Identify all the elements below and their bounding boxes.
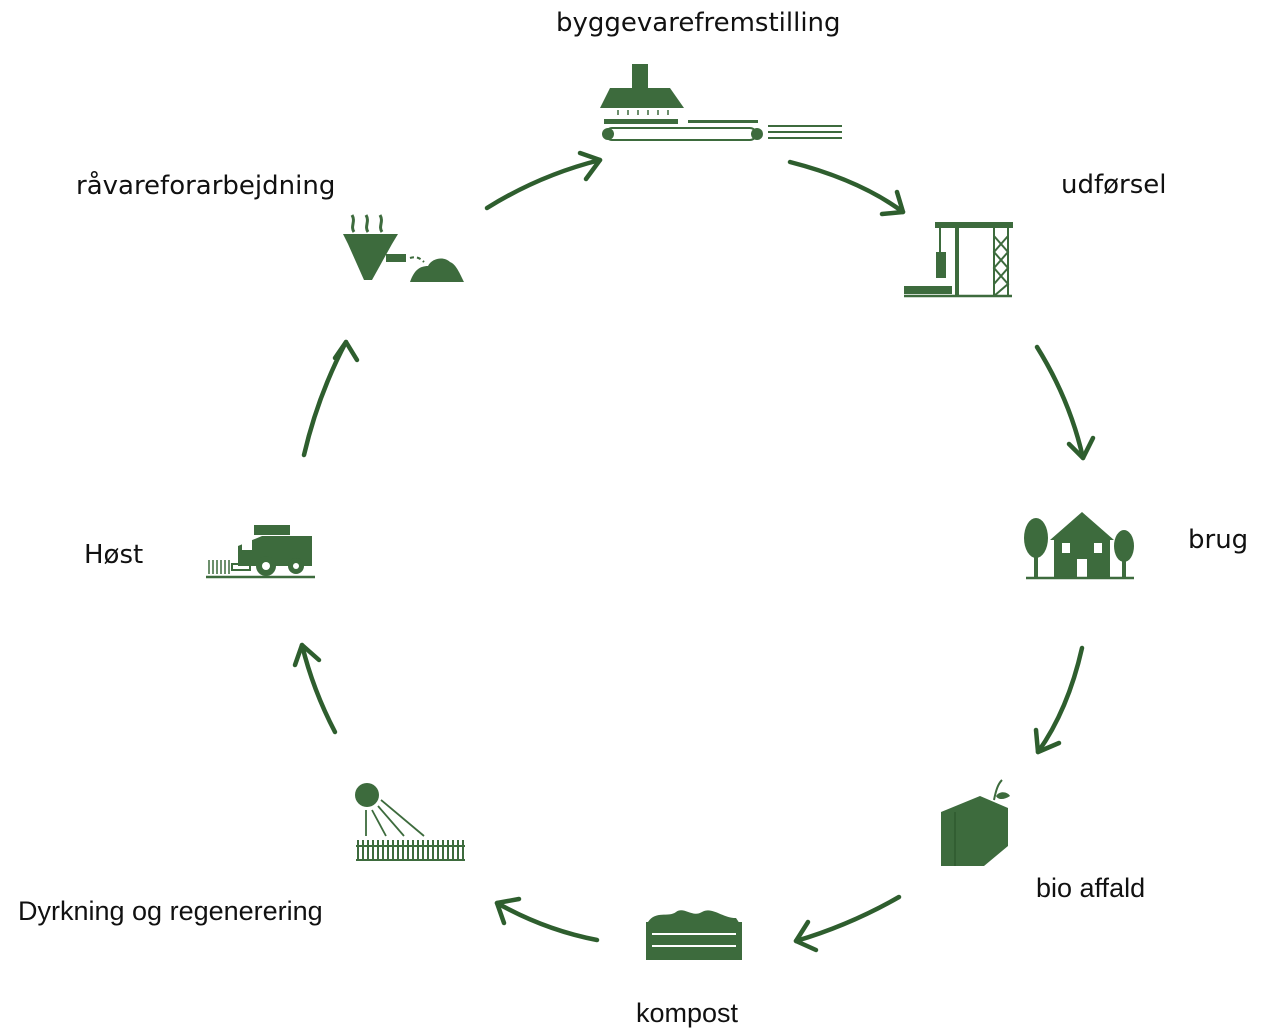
processing-hopper-icon	[343, 214, 464, 282]
arrow-ravare-to-bygge	[484, 150, 603, 211]
combine-harvester-icon	[206, 525, 315, 579]
factory-conveyor-icon	[600, 64, 842, 141]
stage-label-bio-affald: bio affald	[1036, 873, 1146, 903]
stage-label-brug: brug	[1188, 525, 1249, 555]
waste-bale-sprout-icon	[941, 779, 1010, 866]
arrow-bioaffald-to-kompost	[793, 894, 902, 953]
crane-icon	[904, 222, 1013, 298]
arrow-kompost-to-dyrkning	[494, 896, 600, 943]
stage-label-udforsel: udførsel	[1061, 170, 1167, 200]
stage-label-ravareforarbejdning: råvareforarbejdning	[76, 171, 336, 201]
arrow-udforsel-to-brug	[1034, 344, 1096, 461]
stage-label-byggevarefremstilling: byggevarefremstilling	[556, 8, 841, 38]
arrow-dyrkning-to-host	[292, 642, 338, 735]
sun-field-icon	[355, 783, 465, 861]
arrow-brug-to-bioaffald	[1033, 645, 1085, 755]
arrow-host-to-ravare	[301, 339, 360, 458]
stage-label-host: Høst	[84, 540, 144, 570]
house-trees-icon	[1024, 512, 1134, 580]
stage-label-dyrkning: Dyrkning og regenerering	[18, 896, 323, 926]
arrow-bygge-to-udforsel	[787, 159, 906, 217]
compost-crate-icon	[646, 910, 742, 960]
stage-label-kompost: kompost	[636, 998, 739, 1028]
